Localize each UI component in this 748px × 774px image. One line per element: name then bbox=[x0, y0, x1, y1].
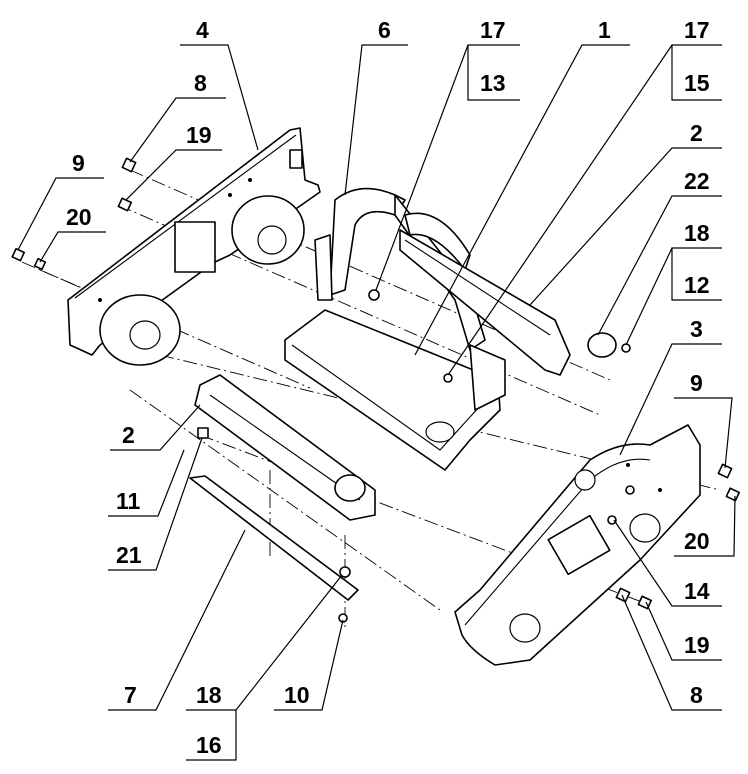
callout-labels: 4 8 19 9 20 6 17 13 1 17 15 2 22 18 12 3… bbox=[66, 17, 710, 758]
right-pins bbox=[615, 463, 741, 610]
callout-label: 8 bbox=[194, 70, 207, 96]
callout-label: 15 bbox=[684, 70, 710, 96]
callout-label: 1 bbox=[598, 17, 611, 43]
callout-label: 9 bbox=[690, 370, 703, 396]
callout-label: 18 bbox=[196, 682, 222, 708]
callout-label: 18 bbox=[684, 220, 710, 246]
callout-label: 6 bbox=[378, 17, 391, 43]
callout-label: 9 bbox=[72, 150, 85, 176]
callout-label: 20 bbox=[66, 204, 92, 230]
callout-label: 17 bbox=[480, 17, 506, 43]
upper-right-bar bbox=[399, 229, 631, 376]
callout-label: 3 bbox=[690, 316, 703, 342]
callout-label: 11 bbox=[116, 488, 141, 514]
callout-label: 10 bbox=[284, 682, 310, 708]
central-frame bbox=[284, 187, 506, 471]
callout-label: 14 bbox=[684, 578, 710, 604]
callout-label: 2 bbox=[690, 120, 703, 146]
callout-label: 2 bbox=[122, 422, 135, 448]
callout-label: 21 bbox=[116, 542, 142, 568]
callout-label: 12 bbox=[684, 272, 710, 298]
callout-label: 4 bbox=[196, 17, 209, 43]
callout-label: 13 bbox=[480, 70, 506, 96]
callout-label: 16 bbox=[196, 732, 222, 758]
callout-label: 22 bbox=[684, 168, 710, 194]
right-side-plate bbox=[454, 424, 701, 666]
callout-label: 7 bbox=[124, 682, 137, 708]
callout-label: 19 bbox=[186, 122, 212, 148]
left-side-plate bbox=[67, 127, 321, 366]
callout-label: 20 bbox=[684, 528, 710, 554]
callout-label: 17 bbox=[684, 17, 710, 43]
lower-left-bar bbox=[189, 374, 376, 623]
callout-leaders bbox=[17, 44, 736, 761]
callout-label: 19 bbox=[684, 632, 710, 658]
callout-label: 8 bbox=[690, 682, 703, 708]
